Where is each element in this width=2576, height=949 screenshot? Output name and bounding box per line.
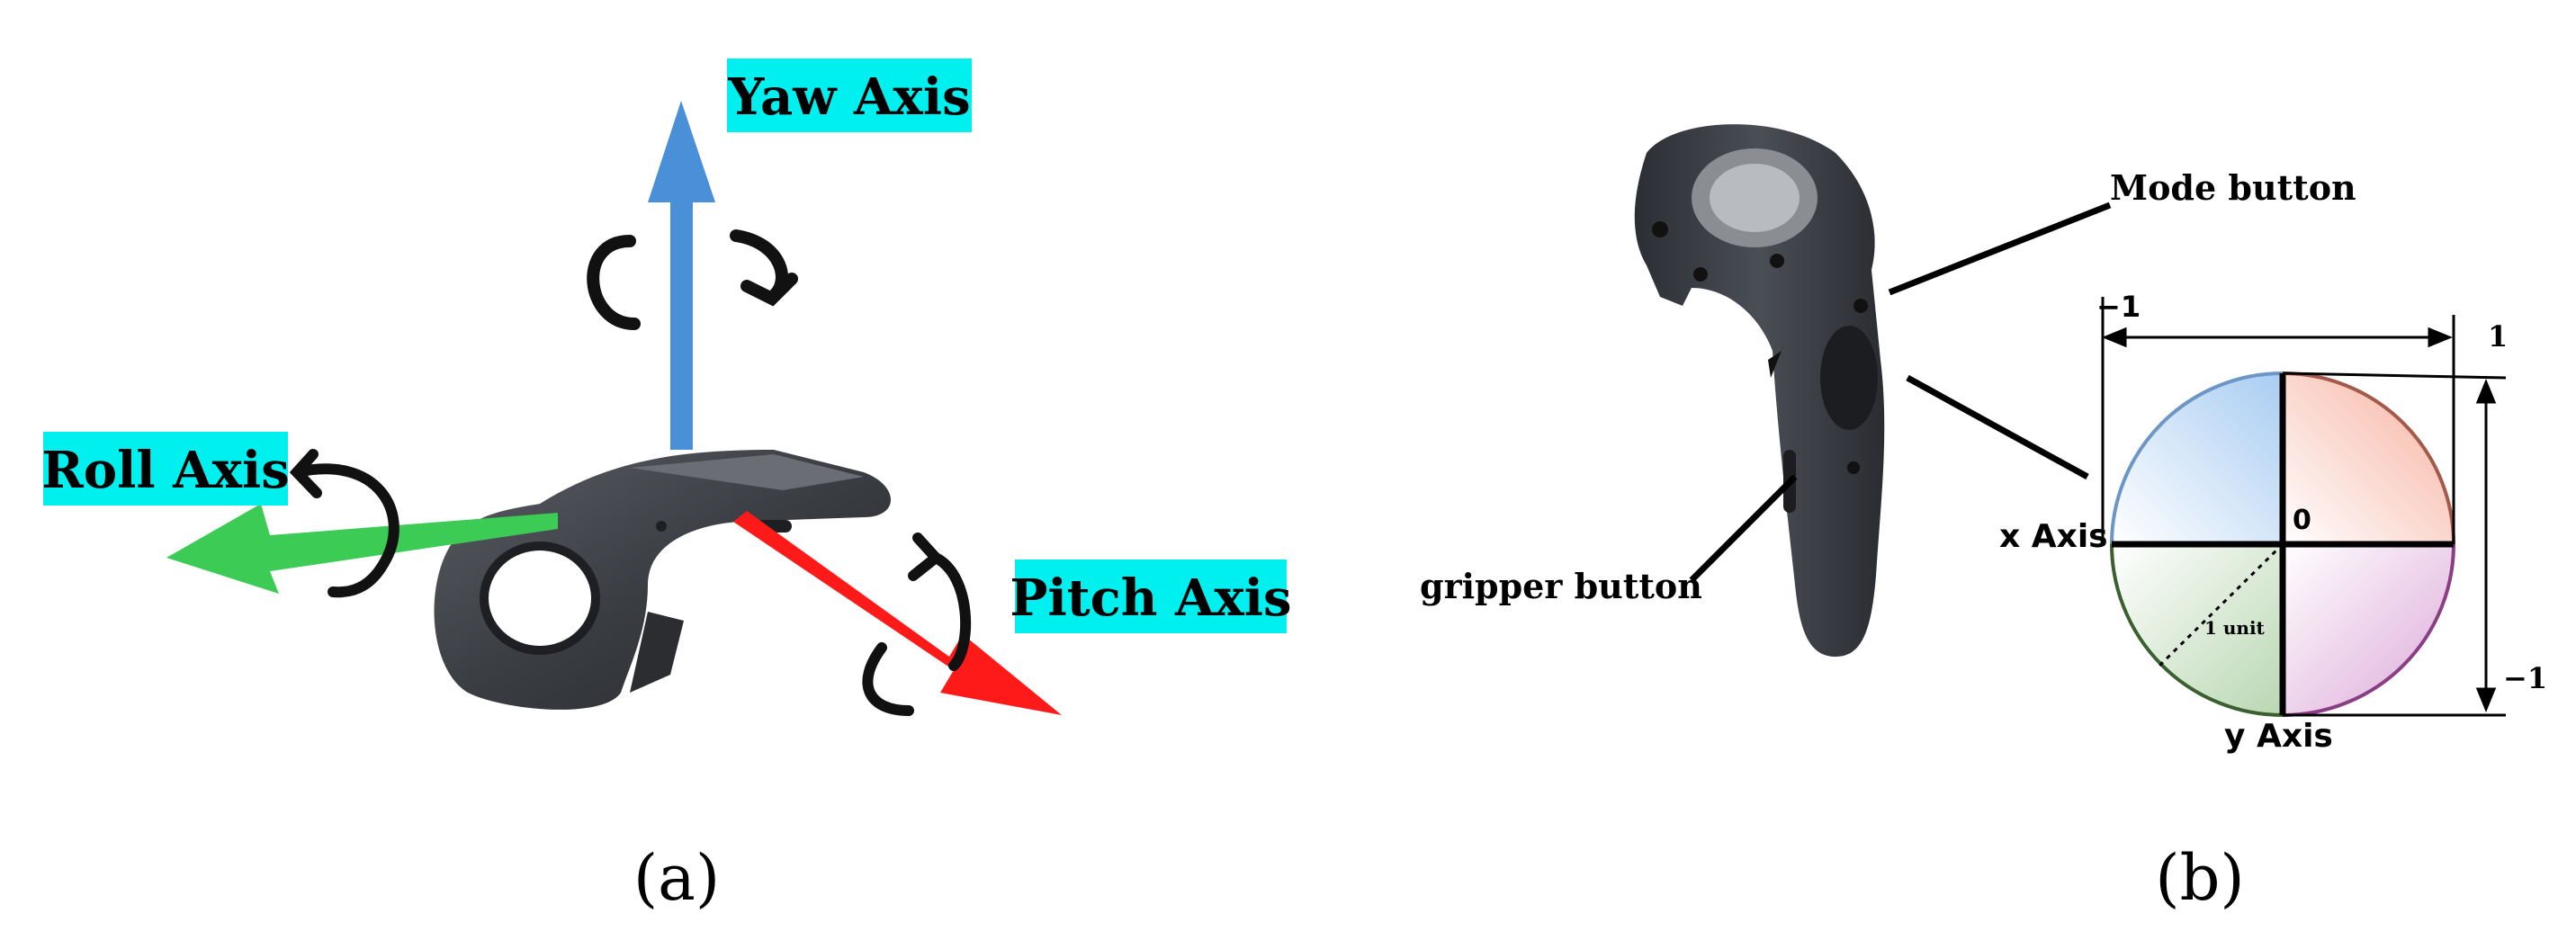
yaw-rotation-arrow	[587, 229, 798, 330]
bottom-right-tick-label: −1	[2503, 661, 2547, 695]
yaw-arrow	[648, 101, 715, 450]
pitch-label-bg	[1015, 560, 1287, 633]
roll-label: Roll Axis	[41, 441, 290, 500]
pitch-rotation-arrow	[862, 533, 972, 716]
touchpad-leader	[1906, 374, 2089, 480]
yaw-label: Yaw Axis	[727, 67, 970, 127]
x-axis-label: x Axis	[1999, 518, 2108, 555]
vertical-dimension-arrow	[2475, 379, 2497, 712]
pitch-label: Pitch Axis	[1010, 569, 1291, 628]
quadrant-bottom-right	[2283, 544, 2454, 715]
panel-a: Yaw Axis Roll Axis Pitch Axis (a)	[41, 58, 1292, 915]
gripper-button-leader	[1689, 474, 1798, 583]
origin-label: 0	[2293, 505, 2311, 536]
quadrant-top-left	[2112, 373, 2283, 544]
horizontal-dimension-arrow	[2102, 327, 2453, 348]
caption-b: (b)	[2155, 841, 2244, 915]
yaw-label-bg	[727, 58, 972, 132]
roll-arrow	[166, 504, 558, 594]
top-right-tick-label: 1	[2488, 319, 2508, 354]
caption-a: (a)	[633, 841, 720, 915]
pitch-arrow	[733, 511, 1062, 715]
touchpad-diagram: 0 1 unit x Axis y Axis −1 1 −1	[1999, 290, 2547, 755]
mode-button-leader	[1888, 201, 2112, 296]
panel-b: Mode button gripper button	[1420, 124, 2547, 915]
roll-label-bg	[43, 432, 288, 506]
y-axis-label: y Axis	[2224, 718, 2333, 755]
roll-rotation-arrow	[289, 449, 399, 598]
mode-button-label: Mode button	[2110, 167, 2356, 208]
gripper-button-label: gripper button	[1420, 566, 1702, 606]
top-left-tick-label: −1	[2096, 290, 2141, 324]
unit-label: 1 unit	[2204, 617, 2266, 639]
controller-image-b	[1634, 124, 1885, 657]
